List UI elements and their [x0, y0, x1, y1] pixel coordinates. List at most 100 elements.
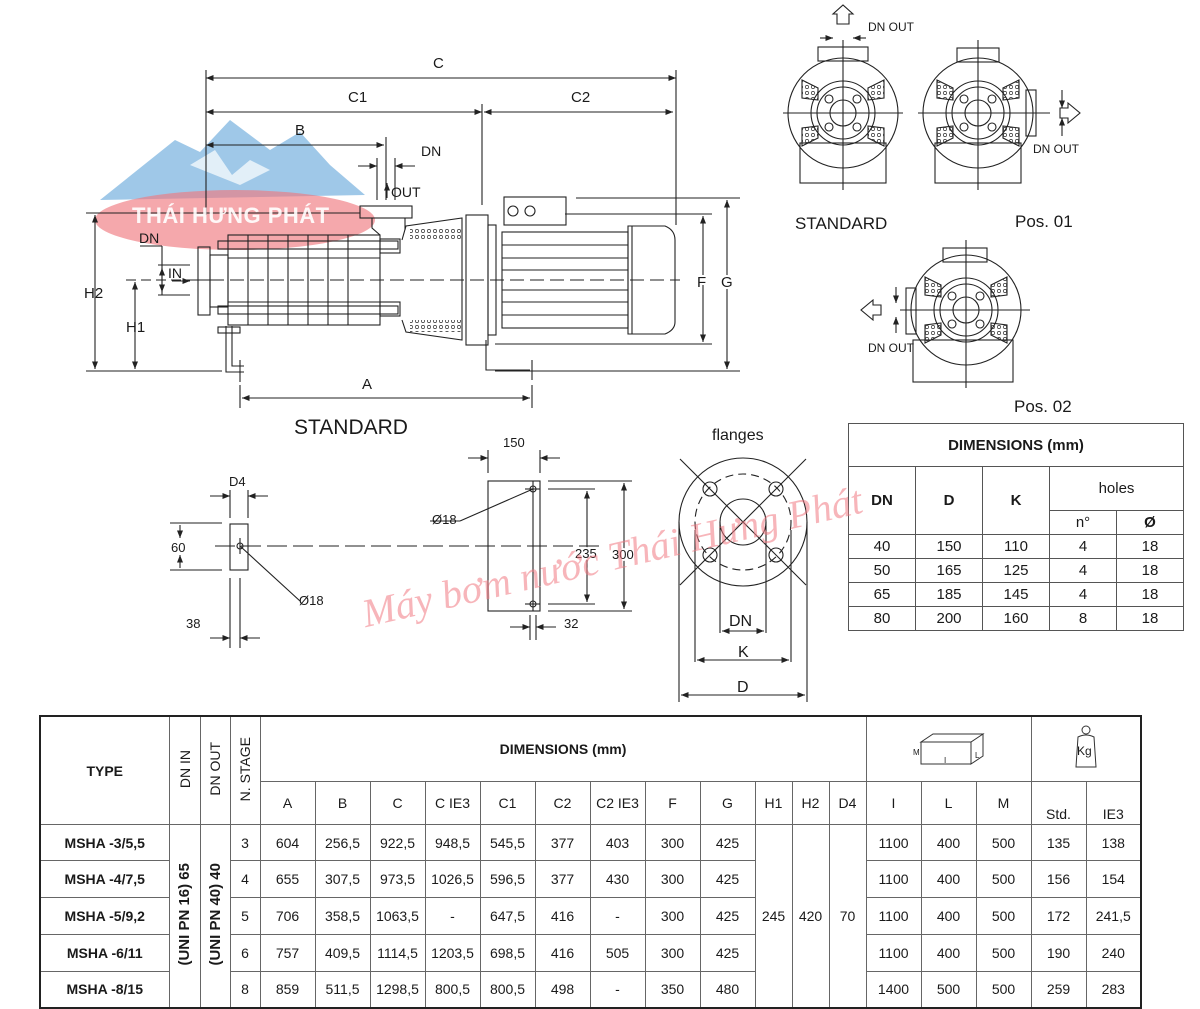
col-c: C: [369, 781, 426, 825]
cell-c: 922,5: [369, 824, 426, 861]
cell-n: 4: [1049, 558, 1117, 583]
cell-c1: 698,5: [479, 934, 536, 972]
cell-i: 1100: [865, 897, 922, 935]
cell-ie3: 154: [1085, 860, 1142, 898]
dim-out-label: OUT: [391, 184, 421, 200]
dim-a-label: A: [362, 376, 372, 393]
cell-h1: 245: [754, 824, 793, 1008]
cell-c2-ie3: -: [589, 971, 646, 1008]
cell-f: 350: [644, 971, 701, 1008]
dn-out-pos02-label: DN OUT: [868, 341, 915, 355]
dim-b-label: B: [295, 122, 305, 139]
cell-stage: 4: [229, 860, 261, 898]
front-standard-title: STANDARD: [795, 214, 887, 233]
cell-a: 706: [259, 897, 316, 935]
cell-dia: 18: [1116, 558, 1184, 583]
cell-g: 425: [699, 897, 756, 935]
col-type: TYPE: [39, 715, 170, 825]
base-60-label: 60: [171, 540, 185, 555]
table-row: MSHA -4/7,5 4 655 307,5 973,5 1026,5 596…: [39, 860, 1142, 898]
dim-dn-out-label: DN: [421, 143, 441, 159]
cell-b: 358,5: [314, 897, 371, 935]
cell-f: 300: [644, 860, 701, 898]
dim-f-label: F: [697, 274, 706, 291]
col-holes-n: n°: [1049, 510, 1117, 535]
cell-n: 4: [1049, 582, 1117, 607]
cell-c: 1298,5: [369, 971, 426, 1008]
cell-stage: 8: [229, 971, 261, 1008]
weight-kg-icon: Kg: [1075, 725, 1097, 767]
base-hole-right-label: Ø18: [432, 512, 457, 527]
cell-k: 160: [982, 606, 1050, 631]
cell-a: 757: [259, 934, 316, 972]
cell-c-ie3: 948,5: [424, 824, 481, 861]
col-d4: D4: [828, 781, 867, 825]
pos02-title: Pos. 02: [1014, 397, 1072, 416]
base-32-label: 32: [564, 616, 578, 631]
flange-row: 80 200 160 8 18: [848, 606, 1184, 631]
col-c2-ie3: C2 IE3: [589, 781, 646, 825]
cell-type: MSHA -5/9,2: [39, 897, 170, 935]
col-dn-out-label: DN OUT: [207, 742, 223, 796]
base-150-label: 150: [503, 435, 525, 450]
col-b: B: [314, 781, 371, 825]
cell-n: 4: [1049, 534, 1117, 559]
cell-i: 1100: [865, 934, 922, 972]
cell-m: 500: [975, 934, 1032, 972]
cell-c2: 416: [534, 897, 591, 935]
dimensions-group-header: DIMENSIONS (mm): [259, 715, 867, 782]
cell-std: 259: [1030, 971, 1087, 1008]
cell-dn-in: (UNI PN 16) 65: [168, 824, 201, 1008]
cell-c2: 377: [534, 860, 591, 898]
flange-dimensions-table: DIMENSIONS (mm) DN D K holes n° Ø 40 150…: [848, 423, 1184, 631]
base-235-label: 235: [575, 546, 597, 561]
cell-c2-ie3: -: [589, 897, 646, 935]
cell-type: MSHA -4/7,5: [39, 860, 170, 898]
cell-l: 500: [920, 971, 977, 1008]
col-std: Std.: [1030, 781, 1087, 825]
cell-c1: 647,5: [479, 897, 536, 935]
cell-l: 400: [920, 934, 977, 972]
col-l: L: [920, 781, 977, 825]
dim-h1-label: H1: [126, 319, 145, 336]
cell-b: 409,5: [314, 934, 371, 972]
cell-i: 1400: [865, 971, 922, 1008]
cell-c2: 377: [534, 824, 591, 861]
col-n-stage-label: N. STAGE: [237, 736, 253, 802]
cell-b: 511,5: [314, 971, 371, 1008]
cell-l: 400: [920, 824, 977, 861]
cell-std: 156: [1030, 860, 1087, 898]
col-n-stage: N. STAGE: [229, 715, 261, 825]
cell-type: MSHA -6/11: [39, 934, 170, 972]
cell-b: 256,5: [314, 824, 371, 861]
base-hole-left-label: Ø18: [299, 593, 324, 608]
cell-ie3: 138: [1085, 824, 1142, 861]
cell-dn: 80: [848, 606, 916, 631]
technical-drawing: C C1 C2 B DN OUT DN IN H2 H1 F G A STAND…: [84, 4, 1081, 702]
flange-drawing: [678, 457, 808, 702]
cell-c2-ie3: 430: [589, 860, 646, 898]
dn-out-pos01-label: DN OUT: [1033, 142, 1080, 156]
cell-c-ie3: 800,5: [424, 971, 481, 1008]
packaging-group-header: M I L: [865, 715, 1032, 782]
cell-c: 973,5: [369, 860, 426, 898]
cell-i: 1100: [865, 860, 922, 898]
front-view-pos01: [918, 40, 1081, 190]
col-holes-dia: Ø: [1116, 510, 1184, 535]
cell-stage: 6: [229, 934, 261, 972]
cell-dn: 50: [848, 558, 916, 583]
weight-group-header: Kg: [1030, 715, 1142, 782]
cell-c-ie3: 1026,5: [424, 860, 481, 898]
dim-c2-label: C2: [571, 89, 590, 106]
cell-l: 400: [920, 860, 977, 898]
cell-g: 425: [699, 824, 756, 861]
col-h1: H1: [754, 781, 793, 825]
base-d4-label: D4: [229, 474, 246, 489]
flange-k-label: K: [738, 644, 749, 661]
dim-g-label: G: [721, 274, 733, 291]
cell-ie3: 241,5: [1085, 897, 1142, 935]
cell-f: 300: [644, 897, 701, 935]
dn-out-value: (UNI PN 40) 40: [206, 862, 224, 966]
cell-ie3: 283: [1085, 971, 1142, 1008]
cell-m: 500: [975, 971, 1032, 1008]
